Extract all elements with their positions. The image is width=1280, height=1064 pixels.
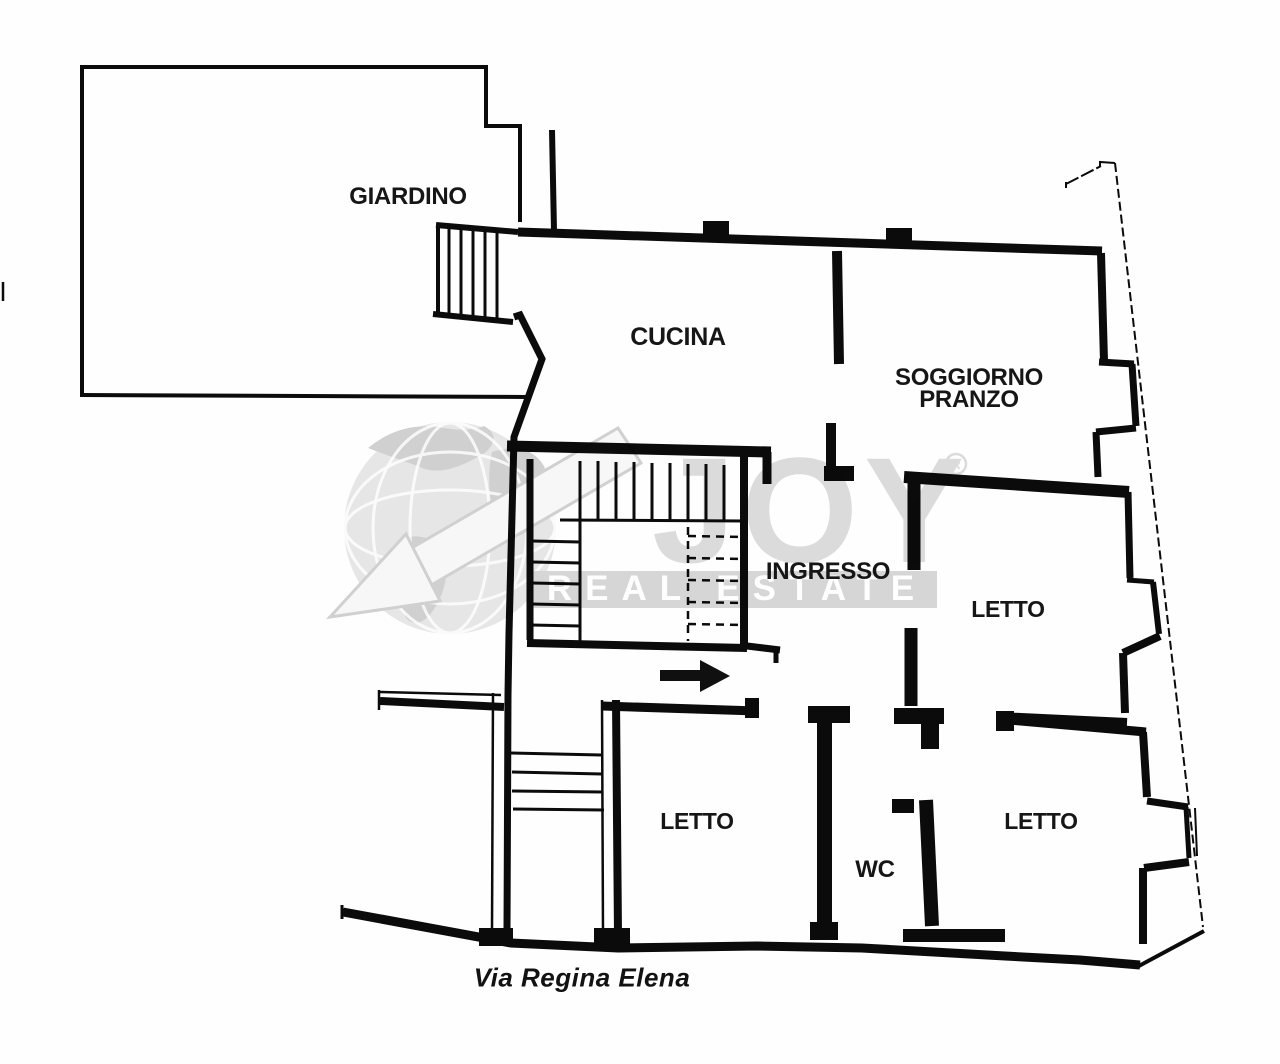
south-wall [340, 905, 1205, 970]
bedroom-bottom-right-label: LETTO [1004, 808, 1078, 834]
property-boundary-line [1065, 160, 1204, 928]
svg-text:R: R [951, 457, 961, 472]
brand-wordmark: JOY [652, 426, 970, 594]
living-east-wall [1092, 252, 1140, 478]
entrance-label: INGRESSO [765, 558, 891, 585]
bedroom-br-walls [996, 714, 1198, 944]
banner-text: REAL ESTATE [547, 569, 927, 608]
bedroom-tr-west-wall [904, 474, 921, 706]
street-name-label: Via Regina Elena [473, 962, 691, 993]
living-dining-label: SOGGIORNO PRANZO [895, 364, 1043, 413]
banner: REAL ESTATE [533, 569, 937, 608]
globe-icon [326, 421, 644, 635]
bedroom-top-right-label: LETTO [971, 596, 1045, 622]
bedroom-tr-east-wall [1119, 491, 1162, 714]
living-south-wall [903, 471, 1130, 498]
wc-label: WC [855, 856, 895, 883]
entrance-arrow-icon [660, 660, 730, 692]
bedroom-bl-west-wall [594, 699, 630, 948]
street-staircase [510, 751, 605, 812]
wc-west-wall [808, 706, 850, 940]
registered-mark-icon: R [944, 452, 968, 476]
garden-label: GIARDINO [349, 183, 467, 210]
logo-arrow-icon [326, 425, 644, 620]
north-wall [517, 221, 1103, 256]
kitchen-living-divider [824, 250, 854, 481]
agency-watermark: JOY R REAL ESTATE [326, 421, 970, 635]
wc-east-wall [892, 708, 944, 927]
bedroom-bottom-left-label: LETTO [660, 808, 734, 834]
kitchen-label: CUCINA [630, 323, 726, 351]
bedroom-bl-north-wall [601, 698, 759, 718]
garden-outline [80, 65, 557, 399]
corridor-stub-wall [377, 690, 505, 711]
garden-staircase [432, 222, 519, 325]
